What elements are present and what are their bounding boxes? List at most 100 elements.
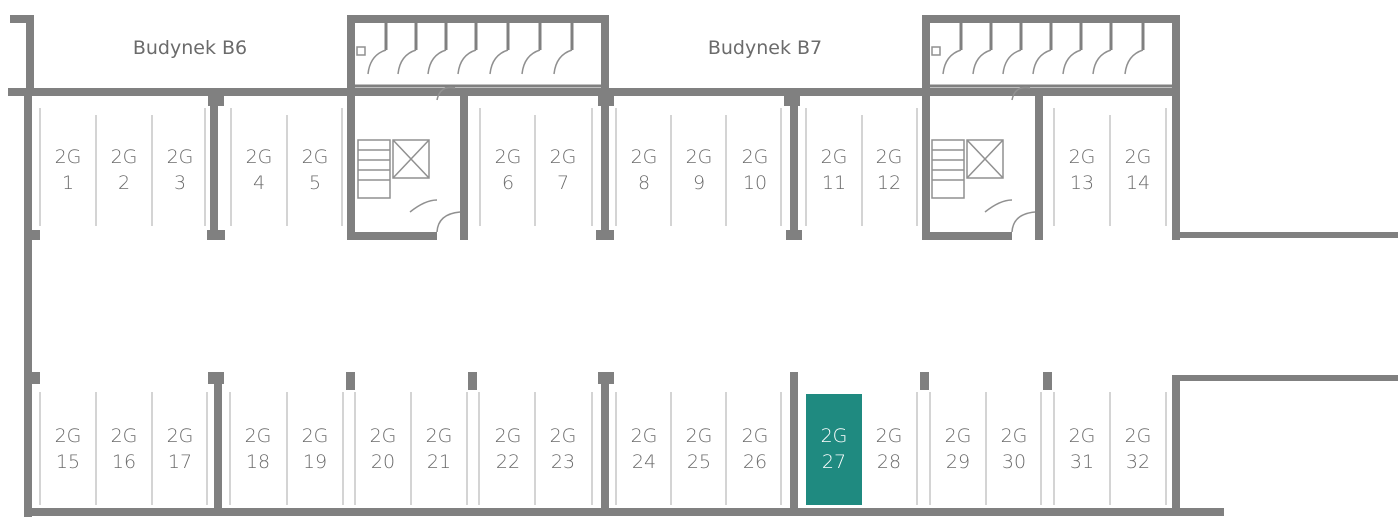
spot-number: 18 — [246, 451, 270, 473]
wall — [601, 376, 609, 516]
spot-area[interactable] — [987, 392, 1041, 504]
spot-number: 22 — [496, 451, 520, 473]
spot-prefix: 2G — [111, 425, 138, 447]
spot-number: 30 — [1002, 451, 1026, 473]
spot-area[interactable] — [481, 392, 535, 504]
spot-area[interactable] — [41, 392, 95, 504]
parking-spot-9[interactable]: 2G9 — [672, 108, 726, 220]
wall — [786, 230, 802, 240]
spot-number: 29 — [946, 451, 970, 473]
wall — [24, 230, 40, 240]
spot-number: 10 — [743, 172, 767, 194]
wall — [1172, 92, 1180, 240]
spot-number: 13 — [1070, 172, 1094, 194]
spot-area[interactable] — [931, 392, 985, 504]
spot-number: 9 — [693, 172, 705, 194]
spot-area[interactable] — [536, 392, 590, 504]
spot-prefix: 2G — [876, 425, 903, 447]
spot-prefix: 2G — [742, 146, 769, 168]
spot-number: 2 — [118, 172, 130, 194]
spot-area[interactable] — [1055, 392, 1109, 504]
spot-area[interactable] — [862, 392, 916, 504]
spot-number: 21 — [427, 451, 451, 473]
spot-number: 24 — [632, 451, 656, 473]
parking-spot-4[interactable]: 2G4 — [232, 108, 286, 220]
spot-prefix: 2G — [686, 425, 713, 447]
wall — [601, 15, 609, 95]
spot-area[interactable] — [412, 392, 466, 504]
wall — [596, 230, 614, 240]
spot-prefix: 2G — [631, 146, 658, 168]
spot-number: 31 — [1070, 451, 1094, 473]
spot-number: 32 — [1126, 451, 1150, 473]
spot-prefix: 2G — [1069, 146, 1096, 168]
spot-prefix: 2G — [167, 425, 194, 447]
wall — [8, 88, 1178, 96]
spot-number: 14 — [1126, 172, 1150, 194]
spot-area[interactable] — [356, 392, 410, 504]
spot-area[interactable] — [97, 392, 151, 504]
parking-spot-8[interactable]: 2G8 — [617, 108, 671, 220]
spot-area[interactable] — [231, 392, 285, 504]
parking-spot-7[interactable]: 2G7 — [536, 108, 590, 220]
spot-prefix: 2G — [821, 425, 848, 447]
walls — [8, 15, 1398, 517]
spot-prefix: 2G — [167, 146, 194, 168]
spot-number: 12 — [877, 172, 901, 194]
spot-area[interactable] — [672, 392, 726, 504]
wall — [347, 15, 609, 23]
parking-spot-1[interactable]: 2G1 — [41, 108, 95, 220]
parking-spot-5[interactable]: 2G5 — [288, 108, 342, 220]
stair-core-b6 — [355, 23, 601, 233]
spot-prefix: 2G — [246, 146, 273, 168]
wall — [24, 92, 32, 517]
spot-prefix: 2G — [370, 425, 397, 447]
spot-number: 1 — [62, 172, 74, 194]
spot-prefix: 2G — [631, 425, 658, 447]
wall — [922, 232, 1012, 240]
spot-prefix: 2G — [55, 425, 82, 447]
parking-spot-3[interactable]: 2G3 — [153, 108, 207, 220]
spot-prefix: 2G — [302, 146, 329, 168]
wall — [10, 15, 34, 23]
spot-prefix: 2G — [876, 146, 903, 168]
spot-area[interactable] — [288, 392, 342, 504]
spot-area[interactable] — [617, 392, 671, 504]
parking-spot-6[interactable]: 2G6 — [481, 108, 535, 220]
wall — [26, 15, 34, 95]
wall — [790, 92, 798, 240]
spot-area[interactable] — [1111, 392, 1165, 504]
spot-number: 8 — [638, 172, 650, 194]
wall — [460, 88, 468, 240]
spot-dividers — [39, 108, 1167, 505]
selected-spot-highlight[interactable] — [806, 394, 862, 505]
spot-area[interactable] — [153, 392, 207, 504]
wall — [601, 92, 609, 240]
parking-spot-2[interactable]: 2G2 — [97, 108, 151, 220]
spot-prefix: 2G — [111, 146, 138, 168]
spot-area[interactable] — [728, 392, 782, 504]
